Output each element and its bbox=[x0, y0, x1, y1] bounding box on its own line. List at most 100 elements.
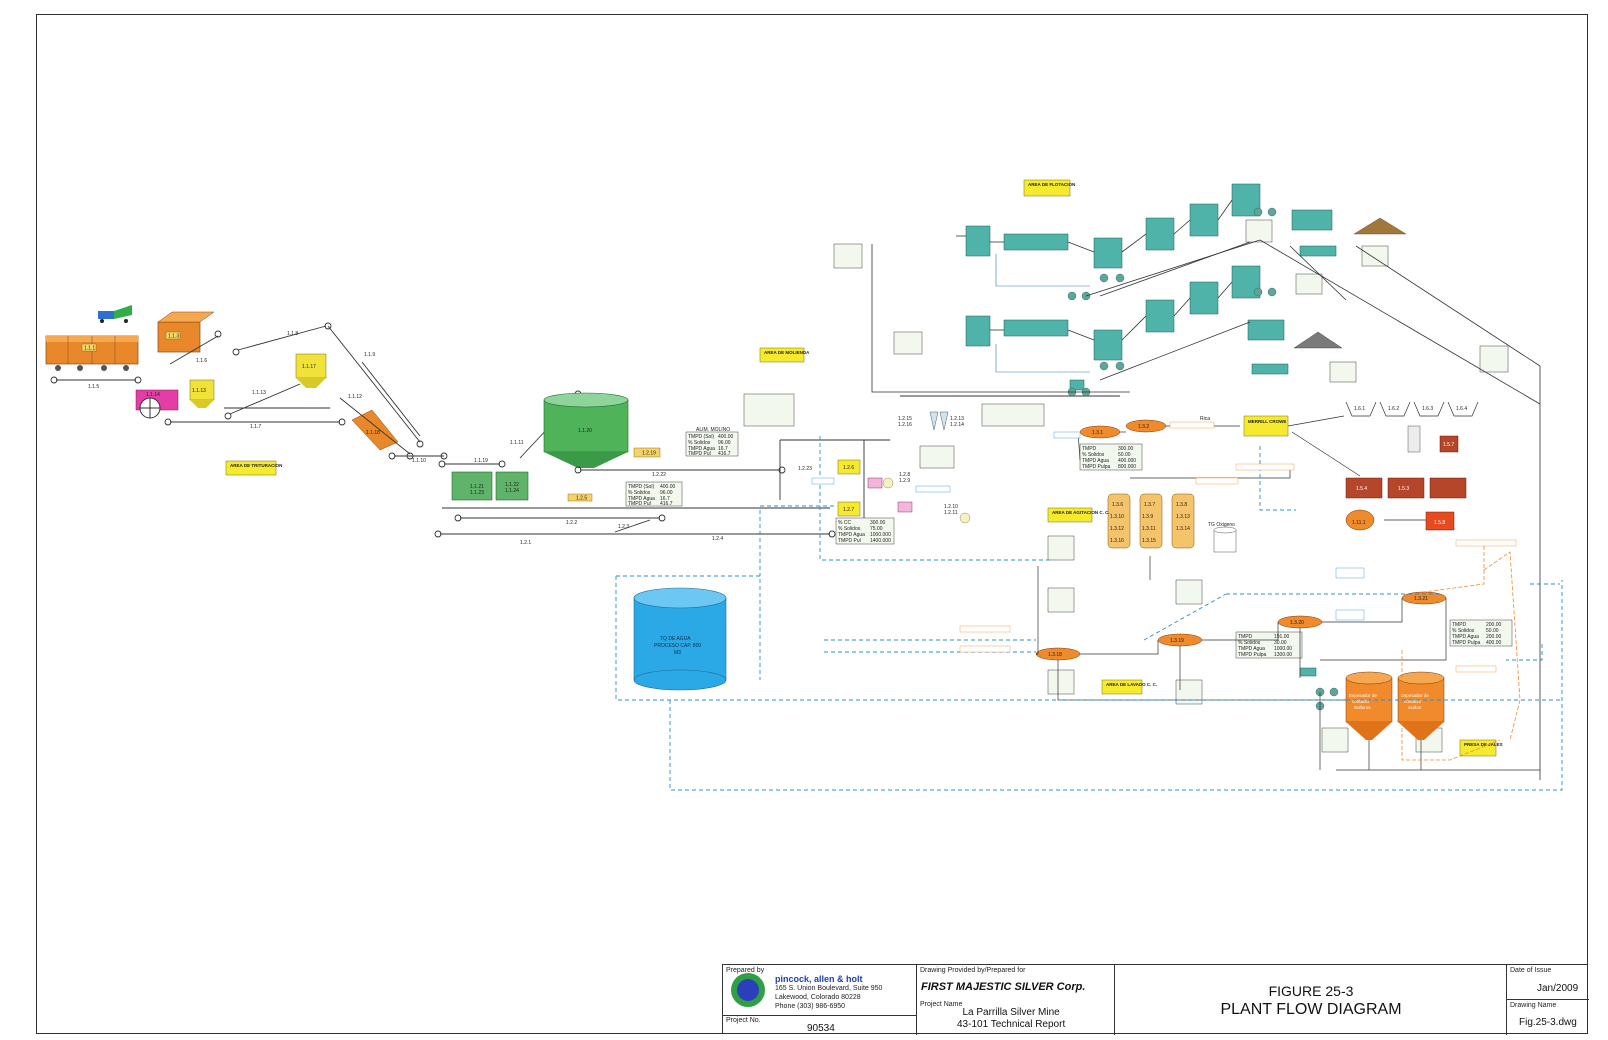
equipment-label: 1.3.21 bbox=[1414, 596, 1428, 602]
area-badge bbox=[759, 347, 805, 363]
table-6: TMPD 200.00 % Solidos 50.00 TMPD Agua 20… bbox=[1449, 619, 1513, 647]
espesador-oxidos-label: oxidos bbox=[1408, 705, 1422, 710]
ball-mills: 1.1.21 1.1.23 1.1.22 1.1.24 bbox=[451, 471, 529, 501]
equipment-label: 1.3.15 bbox=[1142, 538, 1156, 544]
prepared-by-cell: Prepared by pincock, allen & holt 165 S.… bbox=[723, 965, 917, 1035]
table-cell: 1000.000 bbox=[870, 532, 891, 538]
equipment-label: 1.2.15 bbox=[898, 416, 912, 422]
equipment-label: 1.1.12 bbox=[348, 394, 362, 400]
equipment-label: 1.6.4 bbox=[1456, 406, 1467, 412]
equipment-label: 1.2.7 bbox=[843, 507, 854, 513]
equipment-label: 1.2.8 bbox=[899, 472, 910, 478]
equipment-label: 1.5.7 bbox=[1443, 442, 1454, 448]
equipment-label: 1.2.14 bbox=[950, 422, 964, 428]
jaw-crusher: 1.1.14 bbox=[135, 389, 179, 419]
grinding-conveyors bbox=[434, 395, 1120, 540]
date-value: Jan/2009 bbox=[1537, 983, 1579, 994]
table-cell: TMPD Pul bbox=[688, 451, 711, 457]
table-cell: 416.7 bbox=[718, 451, 731, 457]
equipment-label: 1.5.8 bbox=[1434, 520, 1445, 526]
equipment-label: 1.1.13 bbox=[192, 388, 206, 394]
table-cell: 800.000 bbox=[1118, 464, 1136, 470]
drawing-sheet bbox=[36, 14, 1588, 1034]
equipment-label: 1.1.14 bbox=[146, 392, 160, 398]
flotation-blue-lines bbox=[995, 254, 1090, 373]
equipment-label: 1.1.13 bbox=[252, 390, 266, 396]
table-cell: TMPD Pulpa bbox=[1238, 652, 1267, 658]
grinding-tags: 1.2.2 1.2.3 1.2.1 1.2.4 1.2.22 1.2.23 bbox=[520, 466, 812, 546]
espesador-sulfuros-label: contacto bbox=[1352, 699, 1370, 704]
espesador-sulfuros-label: Sulfuros bbox=[1354, 705, 1371, 710]
area-label-lavado: AREA DE LAVADO C. C. bbox=[1106, 682, 1157, 687]
equipment-label: 1.3.12 bbox=[1110, 526, 1124, 532]
equipment-label: 1.1.24 bbox=[505, 488, 519, 494]
equipment-label: 1.1.1 bbox=[84, 346, 95, 352]
project-no-label: Project No. bbox=[726, 1017, 761, 1024]
project-name: La Parrilla Silver Mine 43-101 Technical… bbox=[957, 1007, 1065, 1031]
area-label-merrill: MERRILL CROWE bbox=[1248, 419, 1286, 424]
table-4: TMPD 300.00 % Solidos 50.00 TMPD Agua 40… bbox=[1079, 443, 1143, 471]
table-cell: TMPD (Sol) bbox=[688, 434, 714, 440]
table-cell: 1400.000 bbox=[870, 538, 891, 544]
equipment-label: 1.1.8 bbox=[287, 331, 298, 337]
cyclone-pumps: 1.2.19 1.2.5 1.2.6 1.2.7 1.2.8 1.2.9 1.2… bbox=[567, 411, 971, 524]
provided-by-label: Drawing Provided by/Prepared for bbox=[920, 967, 1026, 974]
table-cell: TMPD Agua bbox=[1238, 646, 1265, 652]
equipment-label: 1.2.10 bbox=[944, 504, 958, 510]
table-cell: 416.7 bbox=[660, 501, 673, 507]
equipment-label: 1.1.19 bbox=[474, 458, 488, 464]
date-cell: Date of Issue Jan/2009 Drawing Name Fig.… bbox=[1507, 965, 1589, 1035]
equipment-label: 1.3.13 bbox=[1176, 514, 1190, 520]
water-labels bbox=[811, 421, 1517, 673]
equipment-label: 1.3.8 bbox=[1176, 502, 1187, 508]
tank-label-text: TQ DE AGUA bbox=[660, 636, 691, 642]
area-label-agitacion: AREA DE AGITACION C. C. bbox=[1052, 510, 1110, 515]
equipment-label: 1.6.1 bbox=[1354, 406, 1365, 412]
table-cell: TMPD Pulpa bbox=[1082, 464, 1111, 470]
precipitate-boxes: 1.5.4 1.5.3 1.5.8 1.11.1 1.5.7 bbox=[1345, 425, 1467, 531]
crushing-area: 1.1.1 1.1.3 1.1.14 1.1.13 bbox=[45, 305, 582, 476]
equipment-label: 1.2.5 bbox=[576, 496, 587, 502]
figure-cell: FIGURE 25-3 PLANT FLOW DIAGRAM bbox=[1115, 965, 1507, 1035]
hopper-113: 1.1.3 bbox=[157, 311, 215, 353]
equipment-label: 1.3.18 bbox=[1048, 652, 1062, 658]
equipment-label: 1.2.23 bbox=[798, 466, 812, 472]
agitator-tags: 1.3.6 1.3.7 1.3.8 1.3.10 1.3.9 1.3.13 1.… bbox=[1110, 502, 1190, 544]
equipment-label: 1.5.4 bbox=[1356, 486, 1367, 492]
table-cell: TMPD Agua bbox=[688, 446, 715, 452]
oxygen-tank: TG Oxigeno bbox=[1208, 522, 1237, 553]
tank-label-text: PROCESO CAP. 800 bbox=[654, 643, 701, 649]
equipment-label: 1.3.7 bbox=[1144, 502, 1155, 508]
equipment-label: 1.2.4 bbox=[712, 536, 723, 542]
equipment-label: 1.1.7 bbox=[250, 424, 261, 430]
table-cell: % Solidos bbox=[838, 526, 861, 532]
table-cell: 400.00 bbox=[718, 434, 734, 440]
filter-presses bbox=[1345, 401, 1479, 417]
project-name-label: Project Name bbox=[920, 1001, 963, 1008]
equipment-label: 1.3.6 bbox=[1112, 502, 1123, 508]
table-cell: TMPD Pul bbox=[838, 538, 861, 544]
equipment-label: 1.6.3 bbox=[1422, 406, 1433, 412]
equipment-label: 1.1.22 bbox=[505, 482, 519, 488]
equipment-label: 1.1.9 bbox=[364, 352, 375, 358]
table-alim-molino: ALIM. MOLINO TMPD (Sol) 400.00 % Solidos… bbox=[685, 427, 739, 457]
equipment-label: 1.2.9 bbox=[899, 478, 910, 484]
equipment-label: 1.2.2 bbox=[566, 520, 577, 526]
area-label-presa: PRESA DE JALES bbox=[1464, 742, 1503, 747]
client-name: FIRST MAJESTIC SILVER Corp. bbox=[921, 981, 1086, 993]
equipment-label: 1.2.3 bbox=[618, 524, 629, 530]
table-cell: TMPD Agua bbox=[1452, 634, 1479, 640]
equipment-label: 1.3.10 bbox=[1110, 514, 1124, 520]
grinding-area: 1.1.20 1.1.21 1.1.23 1.1.22 1.1.24 AREA … bbox=[434, 347, 1120, 546]
address-line-2: Lakewood, Colorado 80228 bbox=[775, 994, 861, 1001]
table-cell: 400.00 bbox=[660, 484, 676, 490]
equipment-label: 1.3.9 bbox=[1142, 514, 1153, 520]
equipment-label: 1.11.1 bbox=[1352, 520, 1366, 526]
project-name-line-2: 43-101 Technical Report bbox=[957, 1019, 1066, 1030]
equipment-label: 1.1.21 bbox=[470, 484, 484, 490]
equipment-label: 1.1.3 bbox=[168, 334, 179, 340]
dump-truck-icon bbox=[98, 305, 132, 323]
concentrate-piles bbox=[1293, 217, 1407, 349]
table-cell: % Solidos bbox=[1238, 640, 1261, 646]
